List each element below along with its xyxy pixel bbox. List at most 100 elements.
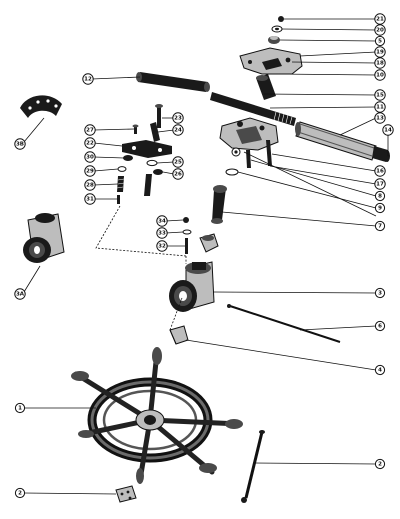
callout-number: 16 [376,168,384,174]
callout-bubble [156,227,168,239]
callout-bubble [374,13,386,25]
callout-bubble [374,35,386,47]
callout-number: 3A [16,291,25,297]
callout-c26: 26 [172,168,184,180]
callout-c25: 25 [172,156,184,168]
part-screw-27 [132,124,139,134]
callout-number: 3B [16,141,24,147]
callout-number: 29 [86,168,94,174]
callout-bubble [172,124,184,136]
leader-lines [23,18,389,495]
callout-number: 13 [376,115,384,121]
callout-c19: 19 [374,46,386,58]
callout-c4: 4 [374,364,386,376]
callout-c28: 28 [84,179,96,191]
callout-number: 2 [18,490,22,496]
callout-bubble [156,215,168,227]
callout-bubble [84,151,96,163]
callout-bubble [374,220,386,232]
callout-bubble [374,101,386,113]
callout-c11: 11 [374,101,386,113]
part-ball-34 [183,217,189,223]
callout-bubble [14,487,26,499]
part-steering-wheel [71,347,243,484]
callout-bubble [84,124,96,136]
callout-number: 18 [376,60,384,66]
callout-bubble [14,402,26,414]
callout-number: 9 [378,205,382,211]
part-washer-8 [225,168,239,176]
callout-bubble [374,287,386,299]
callout-c20: 20 [374,24,386,36]
part-threaded-shaft [210,92,296,126]
callout-bubble [84,165,96,177]
callout-bubble [172,156,184,168]
callout-number: 10 [376,72,384,78]
part-nut-30 [123,155,133,161]
callout-bubble [172,112,184,124]
callout-c32: 32 [156,240,168,252]
callout-number: 22 [86,140,94,146]
part-bracket-middle [219,117,279,157]
callout-number: 21 [376,16,384,22]
part-pin-31 [117,195,120,204]
callout-number: 23 [174,115,182,121]
callout-c34: 34 [156,215,168,227]
part-spring [116,176,125,192]
part-bolt-24 [150,122,160,142]
callout-bubble [156,240,168,252]
part-arm [211,185,227,224]
callout-c15: 15 [374,89,386,101]
callout-bubble [84,137,96,149]
callout-bubble [14,138,26,150]
callout-c17: 17 [374,178,386,190]
dashed-connectors [95,205,187,331]
part-bracket-upper [239,47,303,75]
callout-c22: 22 [84,137,96,149]
callout-number: 14 [384,127,392,133]
callout-c27: 27 [84,124,96,136]
callout-c29: 29 [84,165,96,177]
callout-number: 19 [376,49,384,55]
callout-number: 28 [86,182,94,188]
callout-number: 31 [86,196,94,202]
part-lever [256,74,276,100]
callout-bubble [374,89,386,101]
callout-bubble [84,179,96,191]
callout-c3b: 3B [14,138,26,150]
callout-number: 7 [378,223,382,229]
callout-bubble [374,165,386,177]
part-washer-top [271,25,283,33]
callout-number: 4 [378,367,382,373]
callout-c12: 12 [82,73,94,85]
callout-c33: 33 [156,227,168,239]
part-cylinder-tube [295,121,377,161]
part-small-block [169,325,189,345]
callout-c3: 3 [374,287,386,299]
callout-bubble [82,73,94,85]
callout-number: 25 [174,159,182,165]
part-washer-33 [182,229,192,235]
part-washer-25 [146,159,158,167]
callout-number: 1 [18,405,22,411]
callout-bubble [374,46,386,58]
callout-number: 32 [158,243,166,249]
callout-bubble [374,190,386,202]
callout-number: 26 [174,171,182,177]
callout-c6: 6 [374,320,386,332]
part-bolt-23 [155,104,163,128]
callout-number: 20 [376,27,384,33]
callout-bubble [374,364,386,376]
callout-number: 27 [86,127,94,133]
part-long-bolt [241,430,265,503]
callout-bubble [172,168,184,180]
callout-bubble [374,24,386,36]
callout-number: 33 [158,230,166,236]
callout-bubble [84,193,96,205]
callout-c9: 9 [374,202,386,214]
callout-bubble [374,320,386,332]
callout-bubble [382,124,394,136]
